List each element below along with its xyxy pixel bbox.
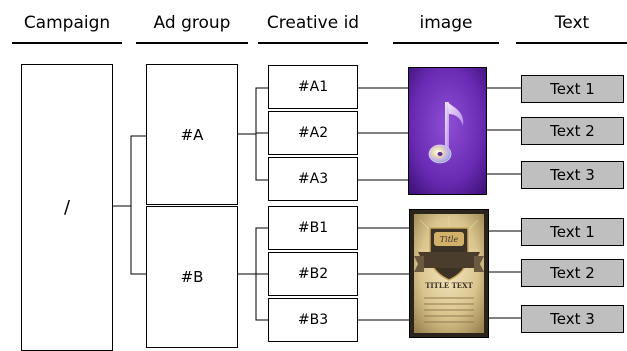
campaign-node: / bbox=[21, 64, 113, 351]
ad-group-node-a: #A bbox=[146, 64, 238, 205]
header-creative-id: Creative id bbox=[258, 8, 368, 44]
text-node-b1: Text 1 bbox=[521, 218, 624, 246]
connector-group-a-bracket bbox=[255, 87, 268, 181]
ad-group-label-a: #A bbox=[180, 125, 204, 144]
text-node-b3: Text 3 bbox=[521, 305, 624, 333]
creative-node-a3: #A3 bbox=[268, 157, 358, 201]
creative-image-b: Title TITLE TEXT bbox=[409, 209, 489, 338]
text-node-a3: Text 3 bbox=[521, 161, 624, 189]
text-label-b1: Text 1 bbox=[550, 223, 595, 241]
creative-node-b1: #B1 bbox=[268, 206, 358, 250]
text-label-a3: Text 3 bbox=[550, 166, 595, 184]
header-image: image bbox=[393, 8, 499, 44]
ad-group-label-b: #B bbox=[180, 268, 204, 286]
creative-label-a2: #A2 bbox=[297, 125, 329, 141]
text-node-a1: Text 1 bbox=[521, 75, 624, 103]
creative-node-a2: #A2 bbox=[268, 111, 358, 155]
poster-badge-text: Title bbox=[440, 235, 459, 244]
header-text: Text bbox=[516, 8, 627, 44]
text-node-b2: Text 2 bbox=[521, 259, 624, 287]
text-label-b2: Text 2 bbox=[550, 264, 595, 282]
campaign-label: / bbox=[63, 197, 71, 218]
text-label-a1: Text 1 bbox=[550, 80, 595, 98]
text-label-a2: Text 2 bbox=[550, 122, 595, 140]
creative-label-a3: #A3 bbox=[297, 171, 329, 187]
creative-label-b1: #B1 bbox=[297, 220, 329, 236]
creative-image-a bbox=[408, 67, 487, 195]
text-label-b3: Text 3 bbox=[550, 310, 595, 328]
connector-lines bbox=[112, 87, 521, 321]
ad-group-node-b: #B bbox=[146, 206, 238, 348]
creative-label-a1: #A1 bbox=[297, 79, 329, 95]
text-node-a2: Text 2 bbox=[521, 117, 624, 145]
connector-campaign-adgroups bbox=[130, 135, 146, 275]
title-poster-icon: Title TITLE TEXT bbox=[410, 210, 488, 337]
music-note-cd-icon bbox=[409, 68, 486, 194]
creative-node-a1: #A1 bbox=[268, 65, 358, 109]
creative-node-b3: #B3 bbox=[268, 298, 358, 342]
header-ad-group: Ad group bbox=[136, 8, 248, 44]
creative-label-b3: #B3 bbox=[297, 312, 329, 328]
header-campaign: Campaign bbox=[12, 8, 122, 44]
creative-label-b2: #B2 bbox=[297, 266, 329, 282]
creative-node-b2: #B2 bbox=[268, 252, 358, 296]
poster-title-text: TITLE TEXT bbox=[425, 281, 473, 290]
